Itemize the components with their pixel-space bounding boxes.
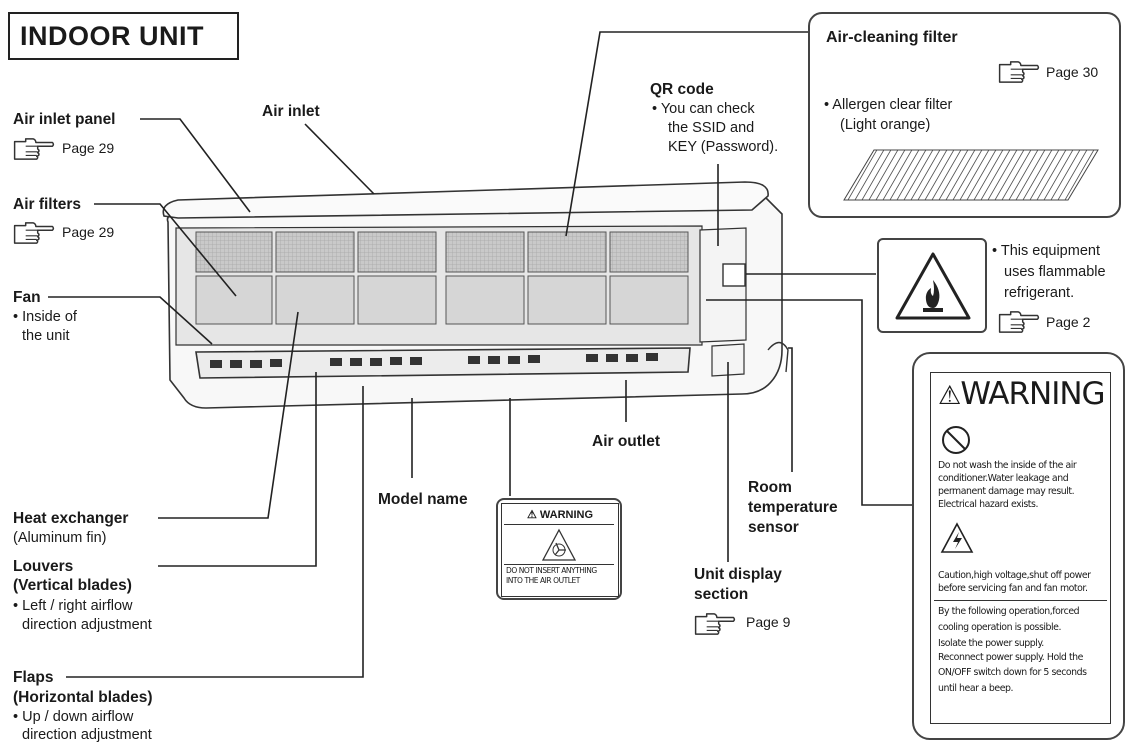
pointing-hand-icon xyxy=(13,221,55,245)
prohibited-icon xyxy=(942,426,970,454)
warning-triangle-icon: ⚠ xyxy=(526,509,537,521)
pointing-hand-icon xyxy=(998,310,1040,334)
label-fan: Fan xyxy=(13,289,41,306)
page-ref-air-cleaning: Page 30 xyxy=(1046,64,1099,80)
air-cleaning-filter-box: Air-cleaning filter Page 30 • Allergen c… xyxy=(808,12,1121,218)
fan-note: the unit xyxy=(22,328,70,344)
label-heat-exchanger: Heat exchanger xyxy=(13,510,129,527)
label-qr-code: QR code xyxy=(650,81,714,98)
allergen-filter-illustration xyxy=(843,149,1099,201)
qr-note: KEY (Password). xyxy=(668,139,779,155)
label-air-inlet-panel: Air inlet panel xyxy=(13,111,116,128)
flammable-note: uses flammable xyxy=(1004,264,1106,280)
fan-note: • Inside of xyxy=(13,309,77,325)
pointing-hand-icon xyxy=(998,60,1040,84)
flammable-warning-icon xyxy=(895,252,971,320)
label-air-filters: Air filters xyxy=(13,196,82,213)
flammable-symbol-box xyxy=(877,238,987,333)
louvers-note: • Left / right airflow xyxy=(13,598,133,614)
flammable-note: • This equipment xyxy=(992,243,1100,259)
page-ref-air-filters: Page 29 xyxy=(62,224,115,240)
warning-text: conditioner.Water leakage and xyxy=(938,473,1069,484)
qr-note: • You can check xyxy=(652,101,755,117)
label-model-name: Model name xyxy=(378,491,468,508)
label-flaps: Flaps xyxy=(13,669,54,686)
qr-note: the SSID and xyxy=(668,120,755,136)
page-ref-air-inlet-panel: Page 29 xyxy=(62,140,115,156)
warning-text: Caution,high voltage,shut off power xyxy=(938,570,1091,581)
heat-exchanger-note: (Aluminum fin) xyxy=(13,530,107,546)
label-unit-display: section xyxy=(694,586,749,603)
model-warning-label: ⚠ WARNING DO NOT INSERT ANYTHING INTO TH… xyxy=(496,498,622,600)
label-unit-display: Unit display xyxy=(694,566,782,583)
flaps-note: direction adjustment xyxy=(22,727,152,743)
label-air-outlet: Air outlet xyxy=(592,433,661,450)
warning-text: By the following operation,forced xyxy=(938,606,1080,617)
label-flaps-sub: (Horizontal blades) xyxy=(13,689,153,706)
label-air-inlet: Air inlet xyxy=(262,103,320,120)
model-warning-line: INTO THE AIR OUTLET xyxy=(506,576,580,585)
pointing-hand-icon xyxy=(694,612,736,636)
air-cleaning-note: (Light orange) xyxy=(840,117,931,133)
high-voltage-icon xyxy=(940,522,974,553)
page-ref-flammable: Page 2 xyxy=(1046,314,1091,330)
fan-hazard-icon xyxy=(541,528,577,561)
title-box: INDOOR UNIT xyxy=(8,12,239,60)
warning-label-heading: WARNING xyxy=(960,376,1105,412)
warning-triangle-icon: ⚠ xyxy=(938,380,961,410)
warning-text: until hear a beep. xyxy=(938,683,1014,694)
filter-grid xyxy=(195,231,689,325)
model-warning-line: DO NOT INSERT ANYTHING xyxy=(506,566,597,575)
label-louvers: Louvers xyxy=(13,558,74,575)
air-cleaning-title: Air-cleaning filter xyxy=(826,29,958,46)
warning-text: Electrical hazard exists. xyxy=(938,499,1038,510)
model-warning-heading: WARNING xyxy=(539,509,594,521)
warning-text: cooling operation is possible. xyxy=(938,622,1062,633)
pointing-hand-icon xyxy=(13,137,55,161)
warning-text: permanent damage may result. xyxy=(938,486,1075,497)
label-room-temp: sensor xyxy=(748,519,799,536)
warning-label-box: ⚠WARNING Do not wash the inside of the a… xyxy=(912,352,1125,740)
label-room-temp: temperature xyxy=(748,499,838,516)
warning-text: before servicing fan and fan motor. xyxy=(938,583,1088,594)
louver-slots xyxy=(210,353,658,368)
leader-lines xyxy=(48,31,912,678)
warning-text: Do not wash the inside of the air xyxy=(938,460,1077,471)
page-ref-unit-display: Page 9 xyxy=(746,614,791,630)
warning-text: Reconnect power supply. Hold the xyxy=(938,652,1083,663)
warning-text: ON/OFF switch down for 5 seconds xyxy=(938,667,1087,678)
label-louvers-sub: (Vertical blades) xyxy=(13,577,132,594)
page-title: INDOOR UNIT xyxy=(20,21,204,51)
warning-text: Isolate the power supply. xyxy=(938,638,1044,649)
air-cleaning-note: • Allergen clear filter xyxy=(824,97,953,113)
louvers-note: direction adjustment xyxy=(22,617,152,633)
label-room-temp: Room xyxy=(748,479,792,496)
flaps-note: • Up / down airflow xyxy=(13,709,134,725)
flammable-note: refrigerant. xyxy=(1004,285,1075,301)
